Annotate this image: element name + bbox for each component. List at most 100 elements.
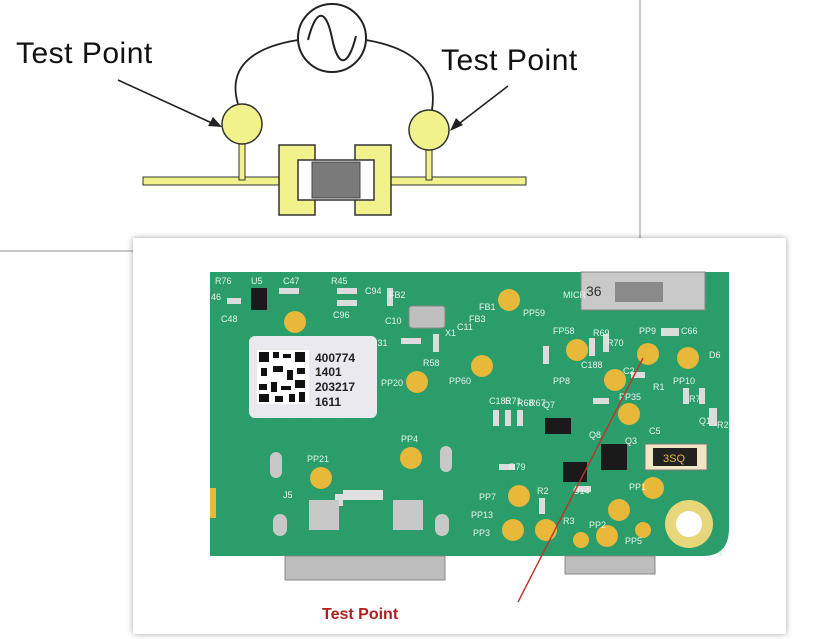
silkscreen-labels: R76 U5 C47 R45 C94 FB2 C48 C96 C10 X1 R3…: [211, 276, 734, 546]
silk-fp58: FP58: [553, 326, 575, 336]
right-arrowhead-icon: [450, 118, 463, 131]
mount-slot-2: [435, 514, 449, 536]
silk-pp4: PP4: [401, 434, 418, 444]
test-point-indicator-line: [517, 357, 644, 603]
mount-slot-1: [273, 514, 287, 536]
silk-pp7: PP7: [479, 492, 496, 502]
component-core: [311, 161, 361, 199]
silk-r76: R76: [215, 276, 232, 286]
j5-pad-left: [309, 500, 339, 530]
photo-test-point-caption: Test Point: [322, 606, 399, 623]
sticker-line-4: 1611: [315, 395, 341, 409]
sticker-line-3: 203217: [315, 380, 355, 394]
right-wire: [365, 39, 434, 111]
silk-r7: R7: [689, 394, 701, 404]
inductor-marking-area: [653, 448, 697, 466]
silk-r20: R20: [717, 420, 734, 430]
silk-pp2: PP2: [589, 520, 606, 530]
silk-c94: C94: [365, 286, 382, 296]
qr-code-icon: [257, 350, 309, 404]
inductor-marking: 3SQ: [663, 453, 685, 465]
chip-q3: [601, 444, 627, 470]
usb-connector: [564, 555, 656, 575]
silk-q7: Q7: [543, 400, 555, 410]
silk-q8: Q8: [589, 430, 601, 440]
smd-components: [227, 288, 717, 514]
silk-pp5: PP5: [625, 536, 642, 546]
left-test-point-stem: [238, 139, 246, 181]
silk-r70: R70: [607, 338, 624, 348]
silk-pp13: PP13: [471, 510, 493, 520]
silk-r45: R45: [331, 276, 348, 286]
silk-fb1: FB1: [479, 302, 496, 312]
mounting-hole: [676, 511, 702, 537]
silk-q1: Q1: [699, 416, 711, 426]
silk-fb3: FB3: [469, 314, 486, 324]
silk-r67: R67: [529, 398, 546, 408]
schematic-panel: Test Point Test Point: [0, 0, 641, 252]
sd-card-contacts: [615, 282, 663, 302]
silk-c48: C48: [221, 314, 238, 324]
left-test-point-pad: [221, 103, 263, 145]
silk-c5: C5: [649, 426, 661, 436]
silk-j5: J5: [283, 490, 293, 500]
left-arrow: [117, 79, 215, 125]
silk-pp59: PP59: [523, 308, 545, 318]
sine-wave-icon: [307, 14, 357, 62]
silk-r31: R31: [371, 338, 388, 348]
silk-u14: U14: [573, 486, 590, 496]
silk-c66: C66: [681, 326, 698, 336]
j5-contacts: [343, 490, 383, 500]
silk-pp35: PP35: [619, 392, 641, 402]
silk-c188: C188: [581, 360, 603, 370]
test-pads: [284, 289, 699, 548]
silk-c11: C11: [457, 322, 473, 332]
left-arrowhead-icon: [208, 117, 222, 127]
mount-slot-3: [270, 452, 282, 478]
chip-u5: [251, 288, 267, 310]
sticker-line-2: 1401: [315, 365, 342, 379]
silk-q3: Q3: [625, 436, 637, 446]
crystal-oscillator: [408, 305, 446, 329]
hdmi-connector: [284, 555, 446, 581]
silk-r79: R79: [509, 462, 526, 472]
silk-pp9: PP9: [639, 326, 656, 336]
silk-fb2: FB2: [389, 290, 406, 300]
right-test-point-label: Test Point: [441, 44, 578, 77]
right-arrow: [455, 85, 509, 127]
silk-micr: MICR: [563, 290, 586, 300]
sticker-line-1: 400774: [315, 351, 355, 365]
silk-r2: R2: [537, 486, 549, 496]
card-slot-text: 36: [586, 283, 602, 299]
silk-pp20: PP20: [381, 378, 403, 388]
silk-d6: D6: [709, 350, 721, 360]
test-point-schematic: [117, 3, 527, 216]
silk-pp21: PP21: [307, 454, 329, 464]
board-edge-pad: [210, 488, 216, 518]
silk-u5: U5: [251, 276, 263, 286]
silk-r3: R3: [563, 516, 575, 526]
silk-c2: C2: [623, 366, 635, 376]
silk-r1: R1: [653, 382, 665, 392]
silk-pp8: PP8: [553, 376, 570, 386]
silk-r58: R58: [423, 358, 440, 368]
silk-pp3: PP3: [473, 528, 490, 538]
pcb-photo: 36 400774 1401 203217 1611 3SQ: [210, 271, 734, 603]
chip-u14: [563, 462, 587, 482]
right-test-point-pad: [408, 109, 450, 151]
silk-c96: C96: [333, 310, 350, 320]
silk-pp60: PP60: [449, 376, 471, 386]
sd-card-slot: [580, 271, 706, 311]
mount-slot-4: [440, 446, 452, 472]
silk-r69: R69: [593, 328, 610, 338]
silk-r68: R68: [517, 398, 534, 408]
j5-pad-right: [393, 500, 423, 530]
left-test-point-label: Test Point: [16, 37, 153, 70]
silk-r71: R71: [505, 396, 522, 406]
pcb-photo-panel: 36 400774 1401 203217 1611 3SQ: [133, 238, 786, 634]
silk-x1: X1: [445, 328, 456, 338]
silk-c47: C47: [283, 276, 300, 286]
silk-46: 46: [211, 292, 221, 302]
silk-c10: C10: [385, 316, 402, 326]
silk-pp10: PP10: [673, 376, 695, 386]
